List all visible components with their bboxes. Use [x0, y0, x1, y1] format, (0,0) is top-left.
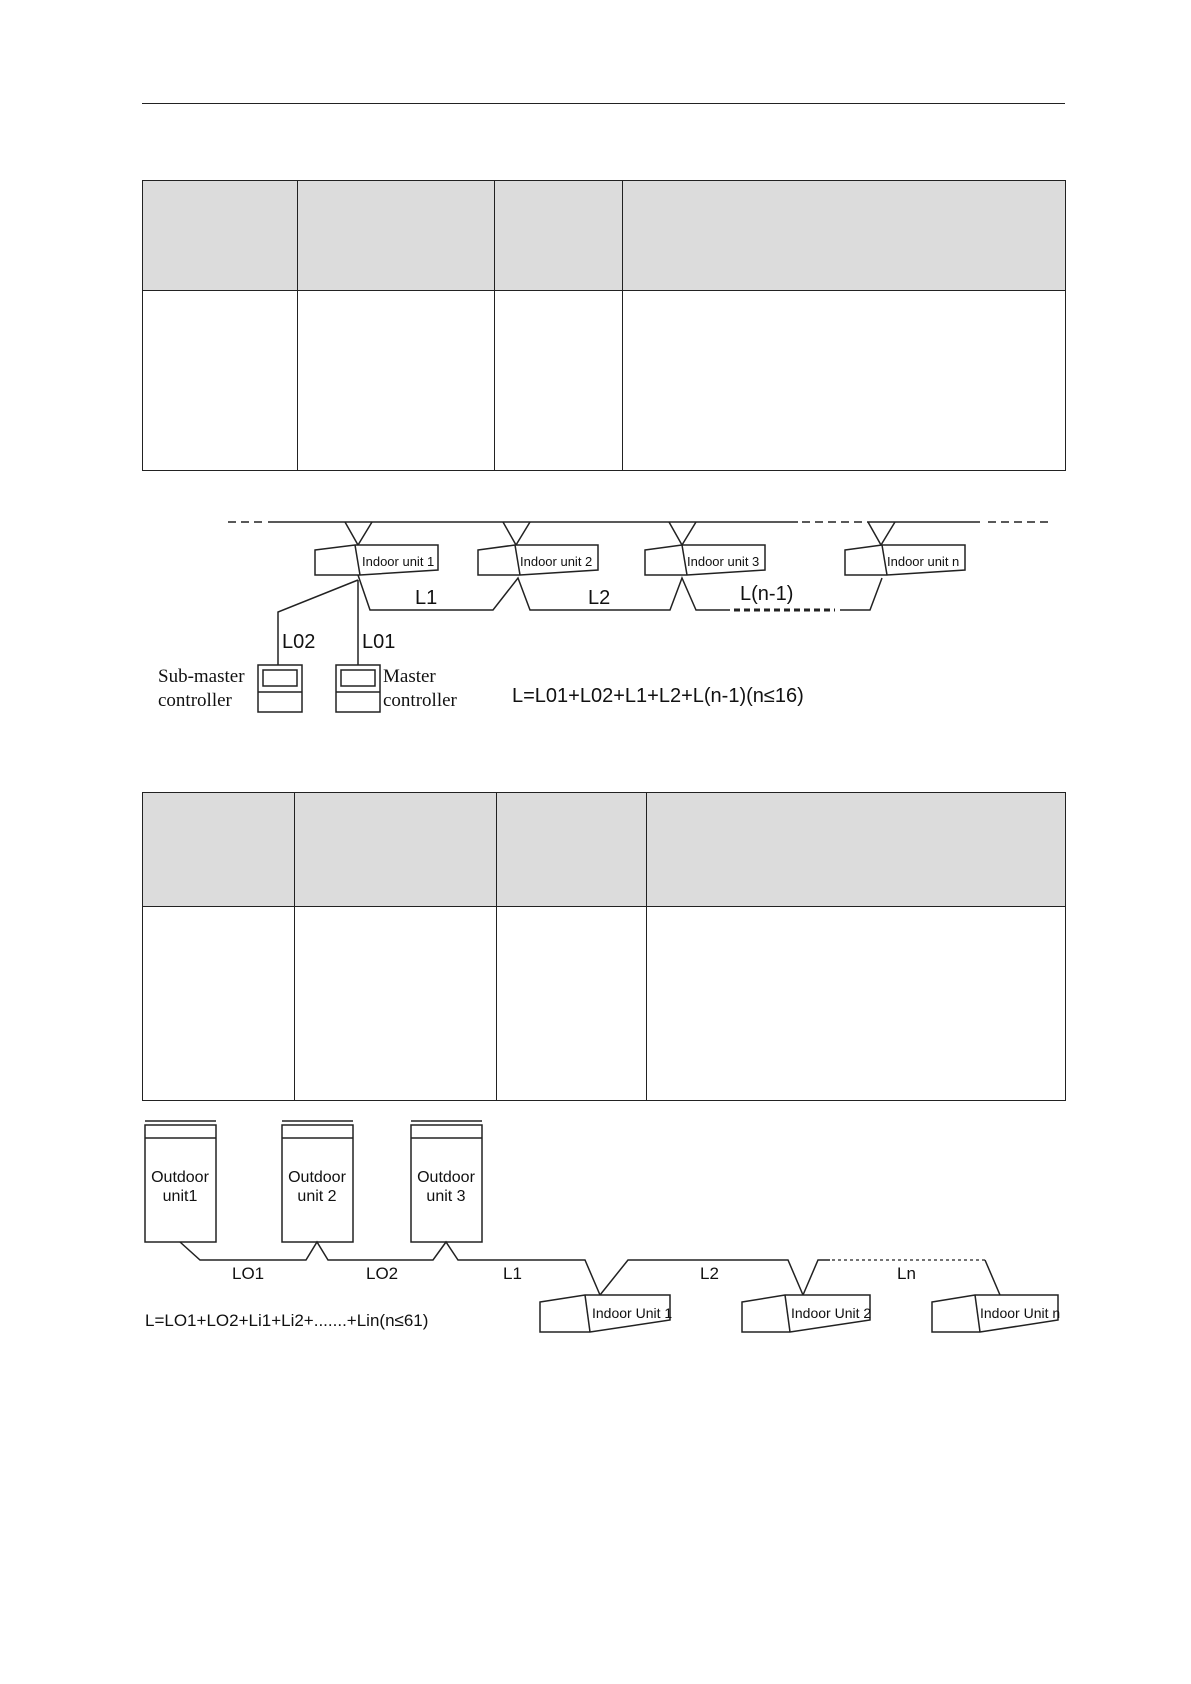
- indoor-unit-2: Indoor Unit 2: [741, 1294, 871, 1333]
- indoor-unit-n: Indoor unit n: [844, 544, 966, 576]
- table-header-cell: [142, 792, 295, 907]
- indoor-unit-1-label: Indoor unit 1: [362, 554, 434, 569]
- sub-master-label-line2: controller: [158, 690, 233, 711]
- segment-label-l02: L02: [282, 631, 315, 653]
- indoor-connector-end: [984, 1259, 1001, 1296]
- master-label-line1: Master: [383, 666, 436, 687]
- outdoor-unit-1-label-line1: Outdoor: [151, 1169, 209, 1186]
- segment-label-l1: L1: [415, 587, 437, 609]
- outdoor-unit-3: Outdoor unit 3: [410, 1120, 483, 1243]
- indoor-unit-2: Indoor unit 2: [477, 544, 599, 576]
- segment-label-l01: L01: [362, 631, 395, 653]
- segment-label-l1: L1: [503, 1264, 522, 1283]
- table-cell: [646, 906, 1066, 1101]
- indoor-length-formula: L=L01+L02+L1+L2+L(n-1)(n≤16): [512, 685, 804, 707]
- header-rule: [142, 103, 1065, 104]
- segment-label-ln: Ln: [897, 1264, 916, 1283]
- table-cell: [297, 290, 495, 471]
- table-header-row: [142, 792, 1066, 907]
- indoor-unit-2-label: Indoor unit 2: [520, 554, 592, 569]
- segment-label-lo1: LO1: [232, 1264, 264, 1283]
- indoor-unit-3: Indoor unit 3: [644, 544, 766, 576]
- segment-label-l2: L2: [700, 1264, 719, 1283]
- sub-master-wire: [277, 579, 359, 665]
- table-cell: [294, 906, 497, 1101]
- segment-label-ln1: L(n-1): [740, 583, 793, 605]
- outdoor-unit-3-label-line1: Outdoor: [417, 1169, 475, 1186]
- table-header-cell: [622, 180, 1066, 291]
- indoor-unit-2-label: Indoor Unit 2: [791, 1305, 871, 1321]
- master-label-line2: controller: [383, 690, 458, 711]
- table-header-row: [142, 180, 1066, 291]
- spec-table-1: [142, 180, 1066, 471]
- bottom-connector-end: [840, 577, 883, 611]
- outdoor-length-formula: L=LO1+LO2+Li1+Li2+.......+Lin(n≤61): [145, 1311, 428, 1330]
- spec-table-2: [142, 792, 1066, 1101]
- sub-master-controller: [257, 664, 303, 713]
- sub-master-label-line1: Sub-master: [158, 666, 245, 687]
- outdoor-unit-2: Outdoor unit 2: [281, 1120, 354, 1243]
- outdoor-unit-3-label-line2: unit 3: [426, 1188, 465, 1205]
- indoor-unit-1: Indoor unit 1: [314, 544, 439, 576]
- outdoor-unit-2-label-line2: unit 2: [297, 1188, 336, 1205]
- table-row: [142, 906, 1066, 1101]
- indoor-unit-n-label: Indoor unit n: [887, 554, 959, 569]
- table-header-cell: [494, 180, 623, 291]
- indoor-unit-3-label: Indoor unit 3: [687, 554, 759, 569]
- master-controller: [335, 664, 381, 713]
- segment-label-lo2: LO2: [366, 1264, 398, 1283]
- indoor-unit-1-label: Indoor Unit 1: [592, 1305, 672, 1321]
- table-header-cell: [142, 180, 298, 291]
- outdoor-unit-2-label-line1: Outdoor: [288, 1169, 346, 1186]
- indoor-unit-n-label: Indoor Unit n: [980, 1305, 1060, 1321]
- table-cell: [142, 290, 298, 471]
- indoor-unit-1: Indoor Unit 1: [539, 1294, 672, 1333]
- table-cell: [142, 906, 295, 1101]
- indoor-unit-n: Indoor Unit n: [931, 1294, 1060, 1333]
- indoor-connector: [599, 1259, 830, 1297]
- table-header-cell: [646, 792, 1066, 907]
- table-row: [142, 290, 1066, 471]
- segment-label-l2: L2: [588, 587, 610, 609]
- bottom-connector: [357, 574, 730, 611]
- outdoor-unit-1-label-line2: unit1: [163, 1188, 198, 1205]
- table-header-cell: [294, 792, 497, 907]
- table-cell: [622, 290, 1066, 471]
- outdoor-unit-1: Outdoor unit1: [144, 1120, 217, 1243]
- outdoor-connector: [179, 1240, 601, 1296]
